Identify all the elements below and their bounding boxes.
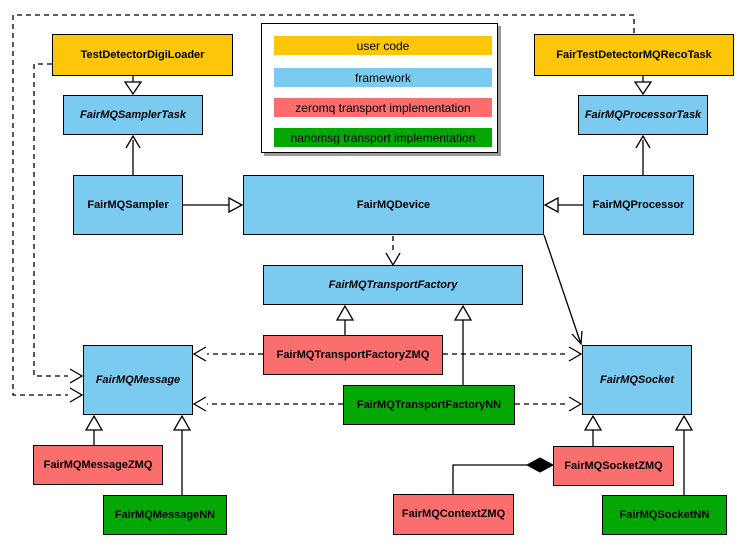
dependency-transportfactorynn-to-socket bbox=[515, 396, 583, 412]
node-fairmqsocketnn: FairMQSocketNN bbox=[602, 495, 727, 535]
legend-swatch-user-code: user code bbox=[274, 36, 492, 55]
association-sampler-to-samplertask bbox=[125, 134, 141, 175]
node-fairmqprocessor: FairMQProcessor bbox=[583, 175, 694, 235]
inheritance-transportfactoryzmq-transportfactory bbox=[335, 304, 355, 335]
dependency-transportfactoryzmq-to-message bbox=[192, 346, 263, 362]
node-fairmqsamplertask: FairMQSamplerTask bbox=[63, 95, 203, 135]
node-fairmqsocket: FairMQSocket bbox=[582, 345, 692, 415]
node-fairtestdetectormqrecotask: FairTestDetectorMQRecoTask bbox=[534, 34, 734, 76]
inheritance-socketzmq-socket bbox=[583, 414, 603, 446]
dependency-transportfactorynn-to-message bbox=[192, 396, 343, 412]
inheritance-socketnn-socket bbox=[674, 414, 694, 495]
inheritance-processor-device bbox=[543, 196, 583, 214]
node-fairmqtransportfactory: FairMQTransportFactory bbox=[263, 265, 523, 305]
node-fairmqdevice: FairMQDevice bbox=[243, 175, 544, 235]
inheritance-transportfactorynn-transportfactory bbox=[453, 304, 473, 385]
inheritance-messagezmq-message bbox=[84, 414, 104, 445]
legend-swatch-nanomsg: nanomsg transport implementation bbox=[274, 128, 492, 147]
composition-contextzmq-socketzmq bbox=[452, 457, 555, 494]
node-fairmqtransportfactorynn: FairMQTransportFactoryNN bbox=[343, 385, 515, 425]
inheritance-sampler-device bbox=[183, 196, 244, 214]
node-fairmqcontextzmq: FairMQContextZMQ bbox=[393, 494, 514, 535]
inheritance-digiloader-samplertask bbox=[123, 76, 143, 96]
node-fairmqmessagenn: FairMQMessageNN bbox=[103, 495, 227, 535]
node-fairmqprocessortask: FairMQProcessorTask bbox=[578, 95, 708, 135]
node-fairmqmessagezmq: FairMQMessageZMQ bbox=[33, 445, 163, 485]
node-fairmqtransportfactoryzmq: FairMQTransportFactoryZMQ bbox=[263, 335, 443, 375]
legend-swatch-zeromq: zeromq transport implementation bbox=[274, 98, 492, 117]
node-fairmqmessage: FairMQMessage bbox=[83, 345, 193, 415]
legend: user code framework zeromq transport imp… bbox=[261, 23, 498, 153]
dependency-device-to-transportfactory bbox=[385, 236, 401, 267]
dependency-transportfactoryzmq-to-socket bbox=[443, 346, 583, 362]
association-processor-to-processortask bbox=[635, 134, 651, 175]
node-testdetectordigiloader: TestDetectorDigiLoader bbox=[52, 34, 233, 76]
node-fairmqsampler: FairMQSampler bbox=[73, 175, 183, 235]
association-device-to-socket bbox=[543, 234, 583, 346]
legend-swatch-framework: framework bbox=[274, 68, 492, 87]
inheritance-messagenn-message bbox=[172, 414, 192, 495]
node-fairmqsocketzmq: FairMQSocketZMQ bbox=[553, 446, 674, 486]
inheritance-recotask-processortask bbox=[633, 76, 653, 96]
